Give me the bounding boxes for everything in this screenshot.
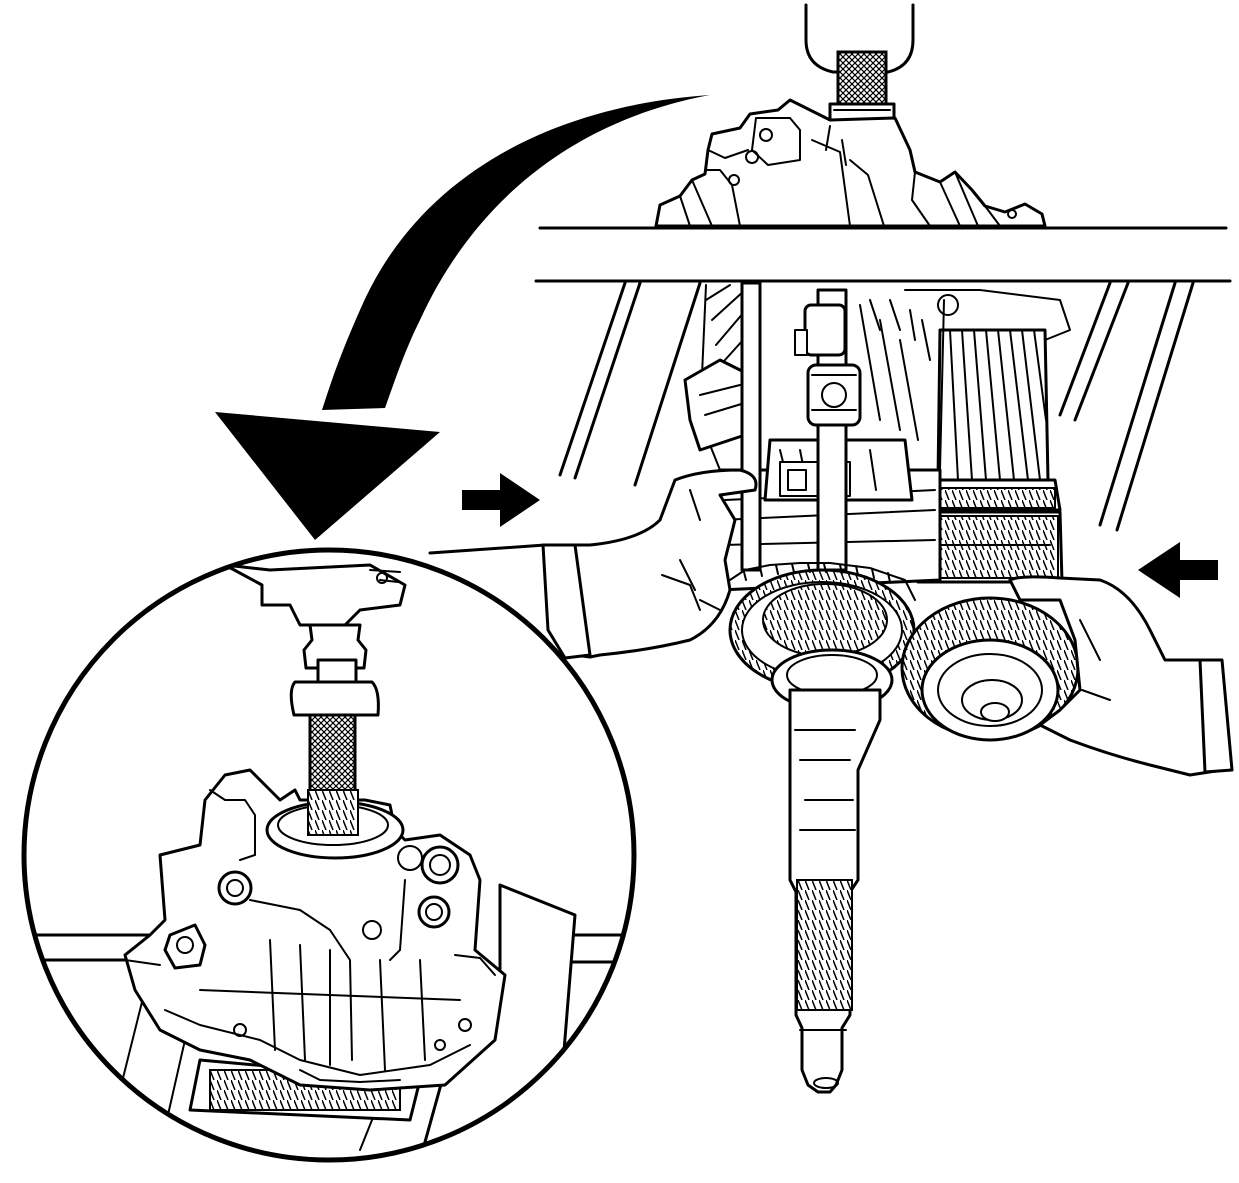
countershaft-gear bbox=[900, 596, 1080, 742]
left-arrow-icon bbox=[1138, 542, 1218, 598]
curved-arrow-icon bbox=[215, 95, 710, 540]
countershaft-assembly bbox=[916, 328, 1064, 584]
output-shaft bbox=[788, 688, 882, 1094]
press-ram bbox=[804, 3, 915, 122]
left-hand bbox=[541, 468, 758, 660]
right-arrow-icon bbox=[462, 473, 540, 527]
transmission-case bbox=[654, 98, 1047, 228]
press-bed bbox=[534, 226, 1232, 283]
right-hand bbox=[1008, 575, 1234, 777]
leader-line bbox=[428, 543, 547, 555]
press-frame bbox=[558, 281, 1195, 532]
inset-detail bbox=[21, 547, 637, 1163]
shift-rods bbox=[740, 281, 862, 572]
